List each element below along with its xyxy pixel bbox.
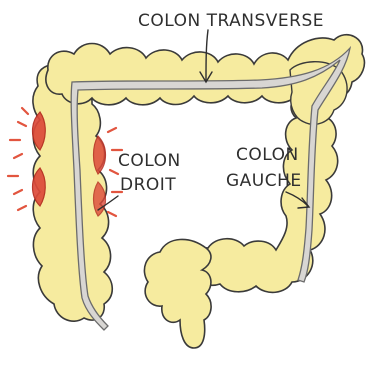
label-colon-transverse: COLON TRANSVERSE <box>138 11 324 31</box>
colon-sigmoid <box>144 239 211 348</box>
inflamed-patch-right <box>94 136 106 174</box>
label-colon-gauche-line2: GAUCHE <box>226 171 302 191</box>
label-colon-droit-line2: DROIT <box>120 175 176 195</box>
label-colon-droit-line1: COLON <box>118 151 181 171</box>
label-colon-gauche-line1: COLON <box>236 145 299 165</box>
